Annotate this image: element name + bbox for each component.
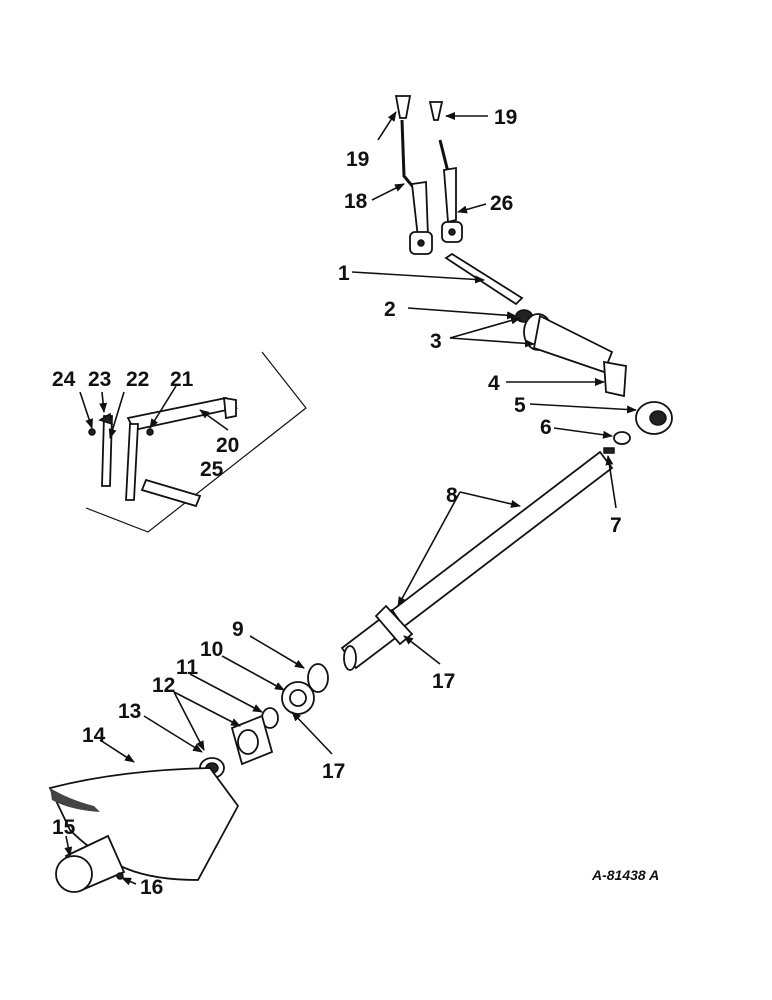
bearing-housing (230, 714, 274, 766)
shift-lever-right (428, 101, 463, 243)
callout-14: 14 (82, 724, 106, 747)
callout-12: 12 (152, 674, 175, 697)
callout-15: 15 (52, 816, 76, 839)
callout-24: 24 (52, 368, 76, 391)
callout-23: 23 (88, 368, 111, 391)
callout-19-right: 19 (494, 106, 517, 129)
callout-8: 8 (446, 484, 458, 507)
release-bearing (635, 401, 673, 435)
callout-20: 20 (216, 434, 239, 457)
callout-25: 25 (200, 458, 224, 481)
callout-11: 11 (176, 656, 199, 679)
callout-22: 22 (126, 368, 149, 391)
retainer-ring (307, 663, 329, 693)
callout-10: 10 (200, 638, 223, 661)
pin (603, 447, 615, 454)
callout-9: 9 (232, 618, 244, 641)
callout-2: 2 (384, 298, 396, 321)
callout-19-left: 19 (346, 148, 369, 171)
callout-1: 1 (338, 262, 350, 285)
snap-ring (613, 431, 631, 445)
callout-26: 26 (490, 192, 513, 215)
leader-lines (64, 111, 637, 886)
inset-panel (85, 351, 307, 533)
callout-6: 6 (540, 416, 552, 439)
callout-13: 13 (118, 700, 141, 723)
callout-17-bearing: 17 (322, 760, 345, 783)
callout-7: 7 (610, 514, 622, 537)
shifter-housing (523, 313, 627, 398)
callout-18: 18 (344, 190, 368, 213)
callout-21: 21 (170, 368, 194, 391)
callout-3: 3 (430, 330, 442, 353)
callout-4: 4 (488, 372, 500, 395)
reference-code: A-81438 A (591, 867, 659, 883)
shaft-cap (55, 834, 126, 893)
callout-16: 16 (140, 876, 163, 899)
ball-bearing (281, 681, 315, 715)
callout-17-shaft: 17 (432, 670, 455, 693)
callout-5: 5 (514, 394, 526, 417)
shift-lever-left (394, 95, 433, 255)
cotter-pin (116, 872, 124, 880)
main-shaft (340, 450, 614, 671)
